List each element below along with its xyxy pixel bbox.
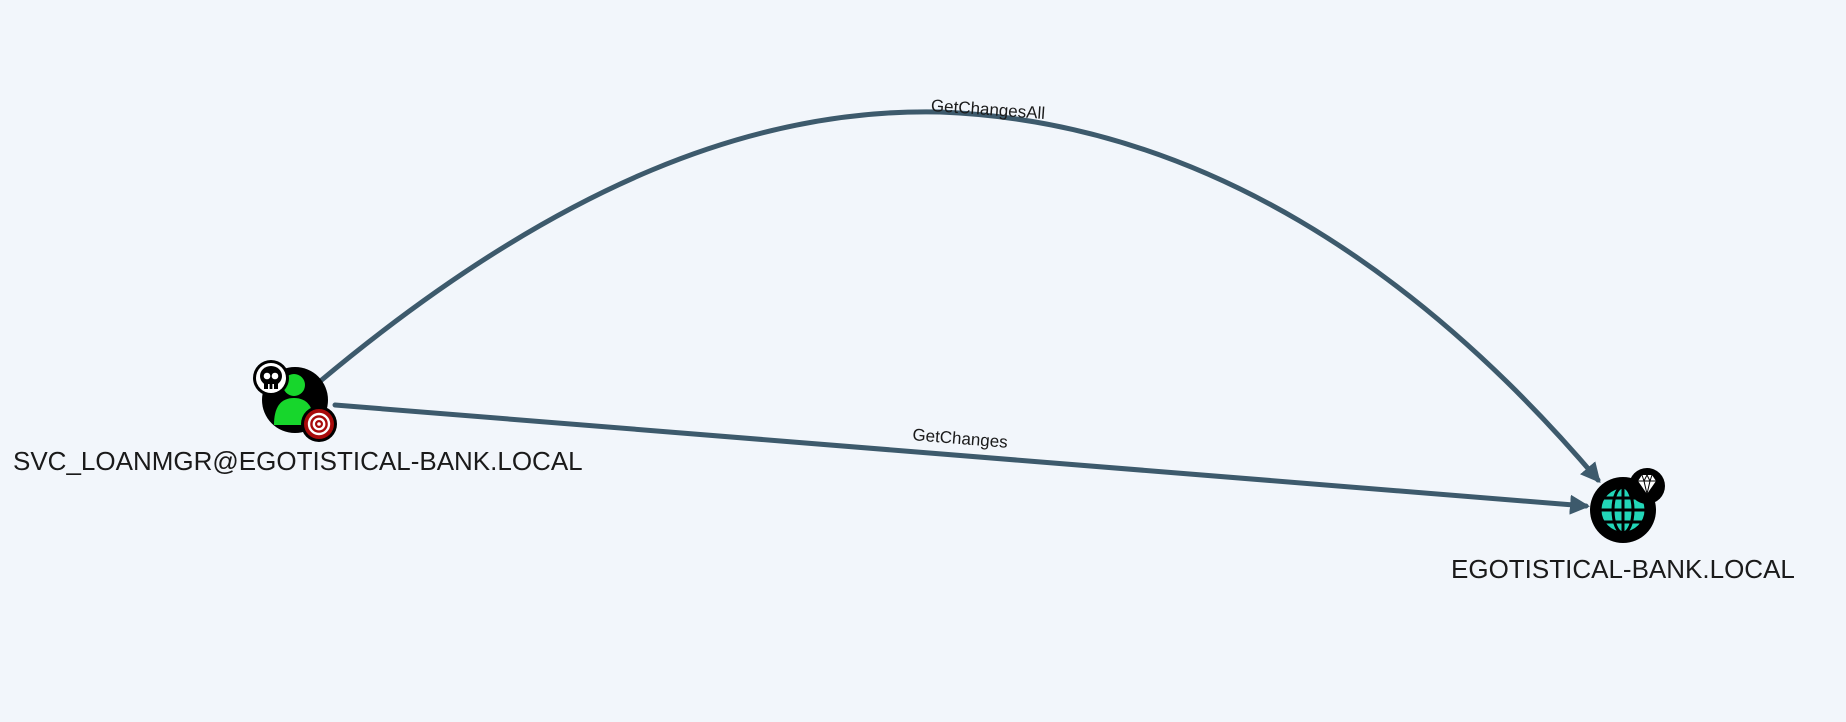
node-user[interactable]: SVC_LOANMGR@EGOTISTICAL-BANK.LOCAL bbox=[13, 360, 583, 476]
edge-getchangesall-line[interactable] bbox=[315, 109, 1601, 484]
edge-getchangesall[interactable]: GetChangesAll bbox=[315, 96, 1601, 484]
gem-icon bbox=[1629, 468, 1665, 504]
edge-label-getchanges: GetChanges bbox=[912, 425, 1009, 452]
node-domain-label: EGOTISTICAL-BANK.LOCAL bbox=[1451, 554, 1795, 584]
node-domain[interactable]: EGOTISTICAL-BANK.LOCAL bbox=[1451, 468, 1795, 584]
target-icon bbox=[301, 406, 337, 442]
edge-label-getchangesall: GetChangesAll bbox=[930, 96, 1045, 123]
node-user-label: SVC_LOANMGR@EGOTISTICAL-BANK.LOCAL bbox=[13, 446, 583, 476]
skull-icon bbox=[253, 360, 289, 396]
edge-getchanges-line[interactable] bbox=[332, 402, 1590, 515]
